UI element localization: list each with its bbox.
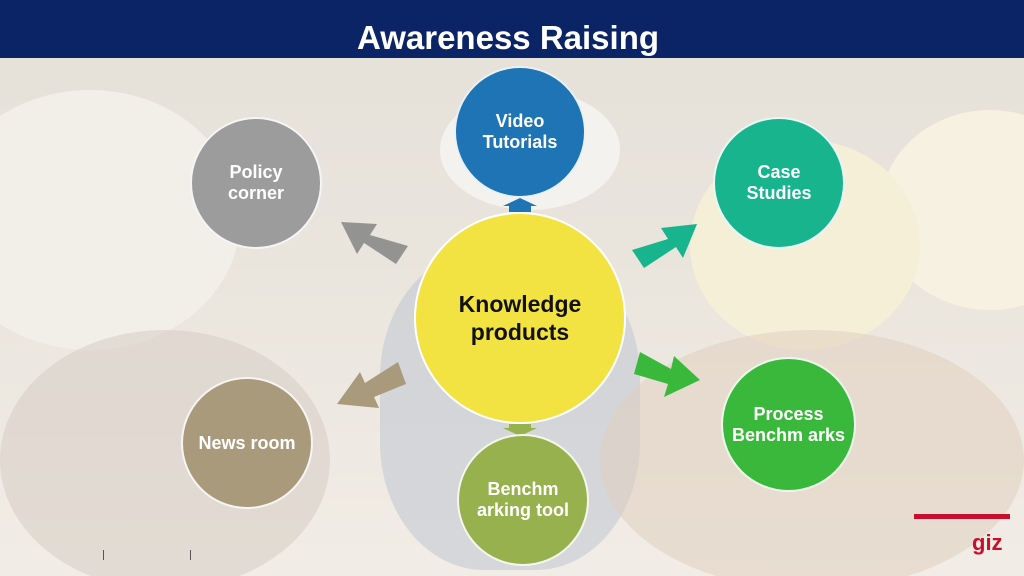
node-label: Video Tutorials bbox=[482, 111, 558, 152]
node-video-tutorials: Video Tutorials bbox=[454, 66, 586, 198]
node-news-room: News room bbox=[181, 377, 313, 509]
title-bar: Awareness Raising bbox=[0, 0, 1024, 58]
node-process-benchmarks: Process Benchm arks bbox=[721, 357, 856, 492]
footer-divider bbox=[190, 550, 191, 560]
node-label: Policy corner bbox=[227, 162, 285, 203]
center-knowledge-products: Knowledge products bbox=[414, 212, 626, 424]
slide-title: Awareness Raising bbox=[356, 19, 660, 56]
node-label: Benchm arking tool bbox=[476, 479, 569, 520]
node-label: Process Benchm arks bbox=[731, 403, 846, 445]
node-label: Case Studies bbox=[746, 162, 812, 203]
center-label: Knowledge products bbox=[458, 291, 582, 345]
node-label: News room bbox=[198, 432, 296, 453]
footer-divider bbox=[103, 550, 104, 560]
brand-line bbox=[914, 514, 1010, 519]
node-benchmarking-tool: Benchm arking tool bbox=[457, 434, 589, 566]
giz-logo: giz bbox=[972, 530, 1003, 555]
node-policy-corner: Policy corner bbox=[190, 117, 322, 249]
arrow-to-bench bbox=[503, 424, 537, 436]
arrow-to-case bbox=[632, 224, 697, 268]
node-case-studies: Case Studies bbox=[713, 117, 845, 249]
arrow-to-video bbox=[503, 198, 537, 212]
arrow-to-policy bbox=[341, 222, 408, 264]
arrow-to-process bbox=[634, 352, 700, 397]
arrow-to-news bbox=[337, 362, 406, 408]
